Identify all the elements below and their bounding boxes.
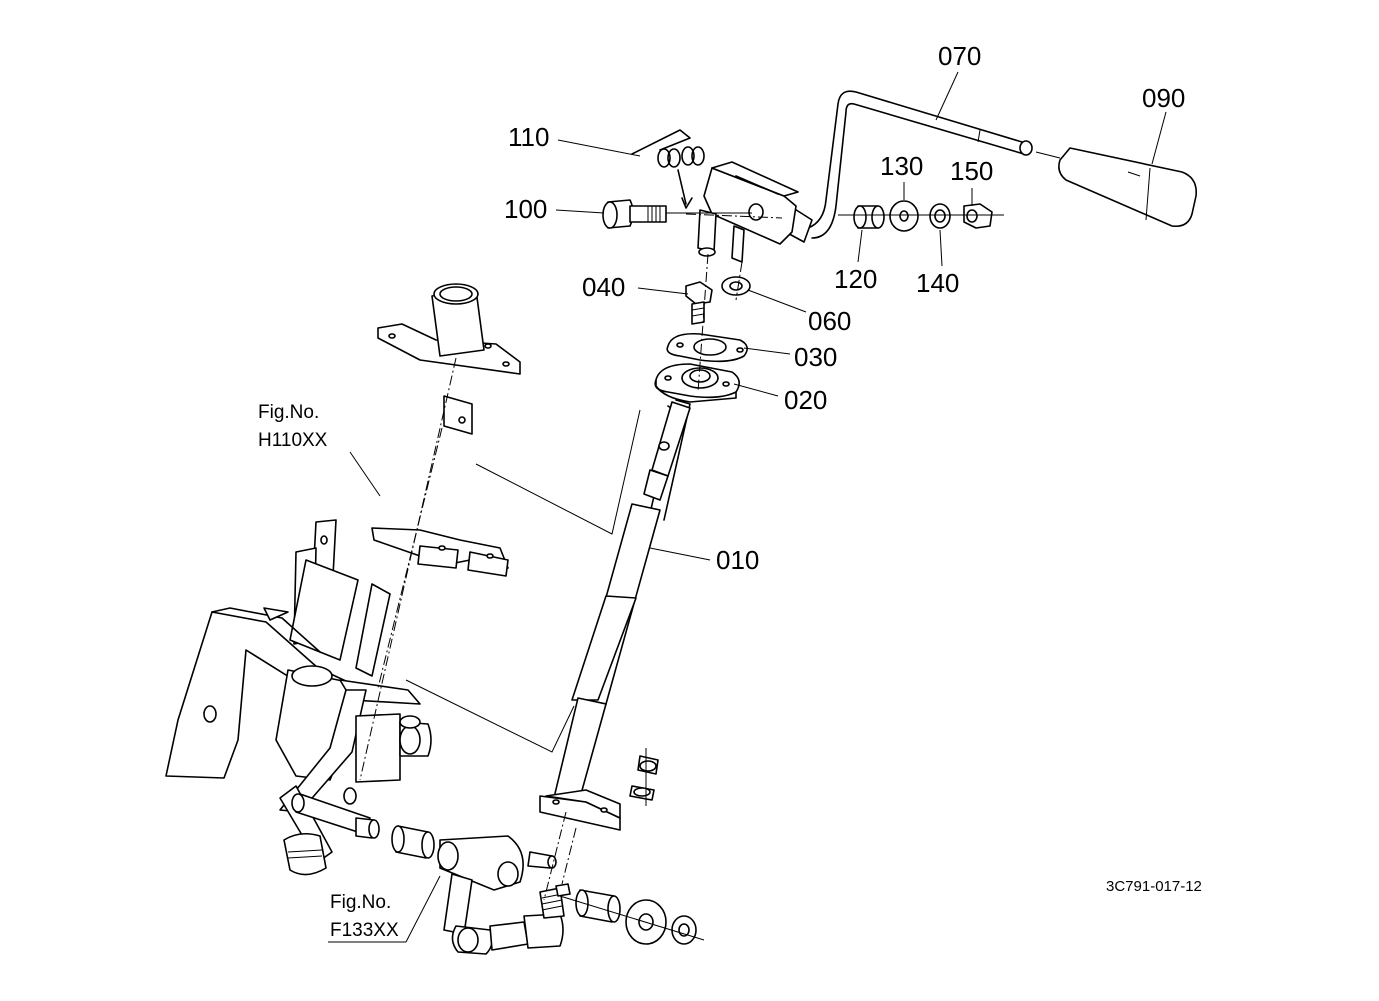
bolt-040[interactable] bbox=[685, 281, 713, 325]
fig-ref-h110-line1: Fig.No. bbox=[258, 402, 319, 423]
label-030[interactable]: 030 bbox=[794, 342, 837, 372]
shaft-010[interactable] bbox=[539, 399, 691, 831]
collar-120[interactable] bbox=[853, 205, 885, 229]
fig-ref-f133-line2: F133XX bbox=[330, 920, 399, 941]
label-110[interactable]: 110 bbox=[508, 122, 549, 152]
figure-ref-h110[interactable]: Fig.No. H110XX bbox=[258, 402, 328, 451]
label-020[interactable]: 020 bbox=[784, 385, 827, 415]
connector-lines bbox=[405, 409, 641, 753]
figure-ref-f133[interactable]: Fig.No. F133XX bbox=[330, 892, 399, 941]
washer-130[interactable] bbox=[889, 200, 919, 232]
label-010[interactable]: 010 bbox=[716, 545, 759, 575]
shift-block[interactable] bbox=[697, 161, 799, 263]
gasket-030[interactable] bbox=[666, 332, 748, 363]
assembly-lines bbox=[359, 213, 783, 901]
label-060[interactable]: 060 bbox=[808, 306, 851, 336]
label-070[interactable]: 070 bbox=[938, 41, 981, 71]
lower-linkage bbox=[291, 793, 705, 955]
label-120[interactable]: 120 bbox=[834, 264, 877, 294]
small-clips bbox=[629, 748, 659, 806]
label-150[interactable]: 150 bbox=[950, 156, 993, 186]
knob-090[interactable] bbox=[1035, 147, 1198, 228]
label-130[interactable]: 130 bbox=[880, 151, 923, 181]
nut-150[interactable] bbox=[963, 203, 993, 229]
part-labels: 070 090 110 130 150 100 120 140 040 060 … bbox=[504, 41, 1185, 575]
label-100[interactable]: 100 bbox=[504, 194, 547, 224]
spring-washer-140[interactable] bbox=[929, 203, 951, 229]
label-040[interactable]: 040 bbox=[582, 272, 625, 302]
pin-100[interactable] bbox=[602, 199, 752, 229]
drawing-code: 3C791-017-12 bbox=[1106, 878, 1202, 895]
spring-110[interactable] bbox=[631, 129, 705, 209]
label-140[interactable]: 140 bbox=[916, 268, 959, 298]
leader-lines bbox=[328, 71, 1167, 943]
fig-ref-h110-line2: H110XX bbox=[258, 430, 328, 451]
bracket-020[interactable] bbox=[654, 363, 740, 403]
label-090[interactable]: 090 bbox=[1142, 83, 1185, 113]
fig-ref-f133-line1: Fig.No. bbox=[330, 892, 391, 913]
main-bracket bbox=[165, 283, 521, 876]
washer-060[interactable] bbox=[721, 276, 751, 296]
